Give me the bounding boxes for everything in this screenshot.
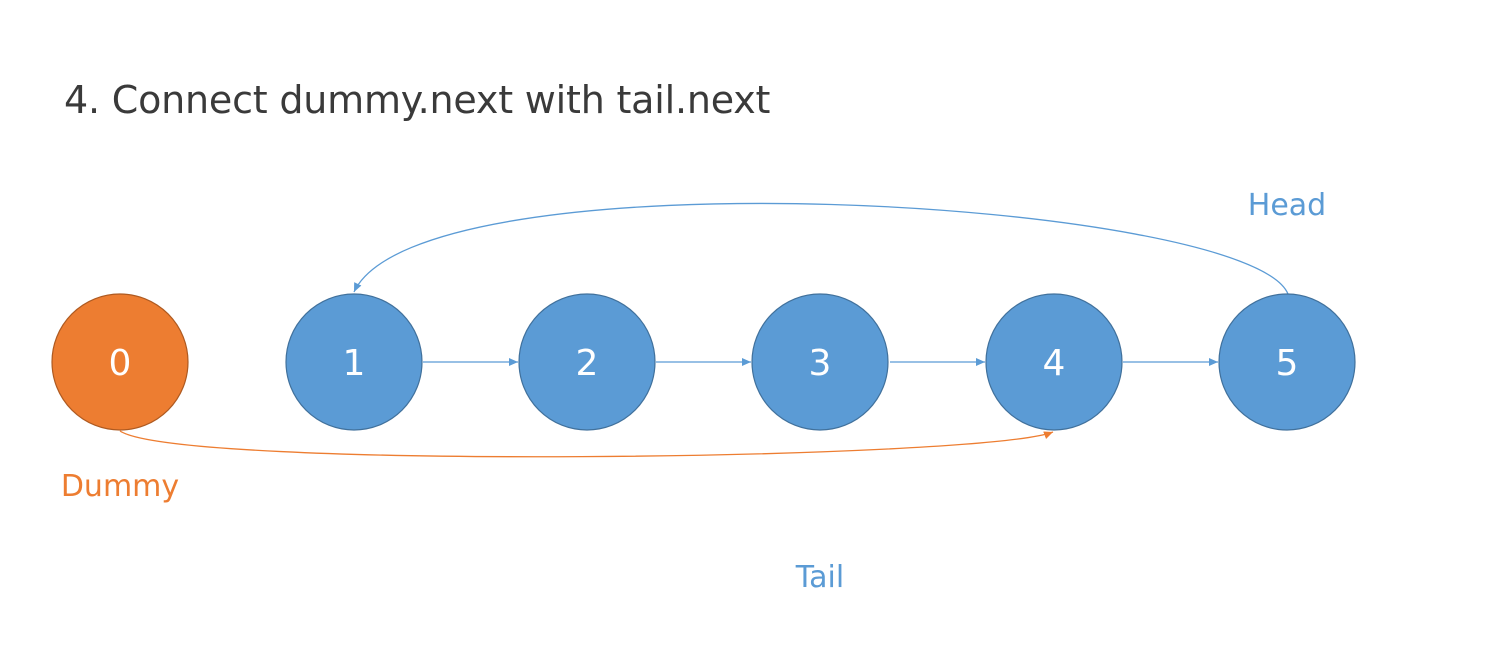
list-node-5: 5: [1218, 293, 1356, 431]
node-label: 3: [809, 343, 832, 384]
node-label: 1: [343, 343, 366, 384]
dummy-label: Dummy: [61, 469, 179, 504]
list-node-2: 2: [518, 293, 656, 431]
head-to-node-1-arrow: [353, 202, 1289, 295]
list-node-1: 1: [285, 293, 423, 431]
tail-label: Tail: [795, 560, 844, 595]
node-label: 5: [1276, 343, 1299, 384]
node-label: 2: [576, 343, 599, 384]
node-label: 4: [1043, 343, 1066, 384]
dummy-node-label: 0: [109, 343, 132, 384]
head-label: Head: [1248, 188, 1326, 223]
dummy-to-node-4-arrow: [119, 430, 1054, 458]
list-node-3: 3: [751, 293, 889, 431]
dummy-node: 0: [51, 293, 189, 431]
slide-title: 4. Connect dummy.next with tail.next: [64, 78, 771, 122]
list-node-4: 4: [985, 293, 1123, 431]
